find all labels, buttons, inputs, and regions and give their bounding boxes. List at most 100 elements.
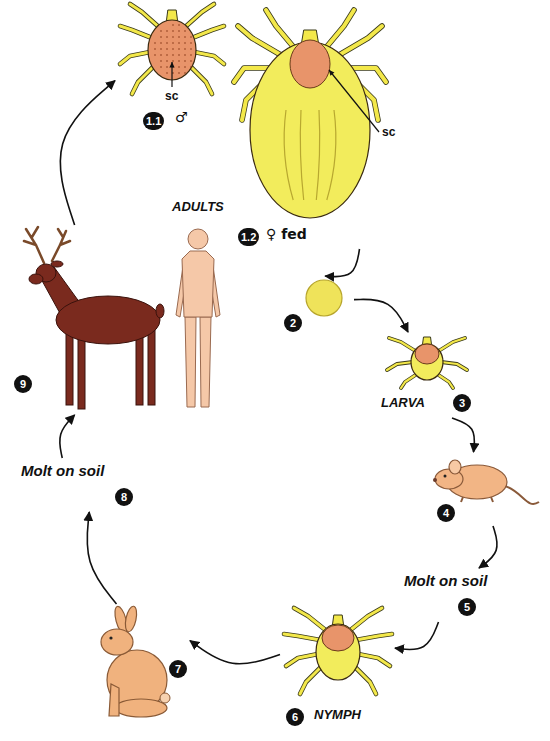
body-dot bbox=[166, 60, 168, 62]
body-dot bbox=[178, 54, 180, 56]
body-dot bbox=[172, 60, 174, 62]
tick-figure bbox=[234, 10, 386, 218]
deer-antlers bbox=[24, 227, 70, 263]
deer-human-hosts: 9 bbox=[8, 225, 230, 415]
stage-label: NYMPH bbox=[314, 708, 361, 723]
tick-leg bbox=[286, 654, 318, 666]
tick-leg bbox=[284, 634, 320, 640]
hare-front-leg bbox=[109, 684, 119, 716]
body-dot bbox=[190, 66, 192, 68]
tick-body bbox=[316, 624, 360, 680]
tick-leg bbox=[184, 4, 214, 28]
tick-leg bbox=[192, 26, 224, 38]
body-dot bbox=[184, 42, 186, 44]
body-dot bbox=[160, 54, 162, 56]
deer-leg bbox=[66, 333, 73, 405]
callout-number: 8 bbox=[115, 488, 133, 506]
body-dot bbox=[154, 42, 156, 44]
mouse-host-drawing bbox=[415, 452, 545, 526]
body-dot bbox=[184, 72, 186, 74]
scutum bbox=[415, 344, 439, 364]
mouse-tail bbox=[505, 486, 539, 504]
tick-leg bbox=[286, 654, 318, 666]
tick-leg bbox=[294, 608, 328, 632]
body-dot bbox=[154, 48, 156, 50]
body-groove bbox=[316, 110, 319, 200]
tick-leg bbox=[192, 26, 224, 38]
tick-leg bbox=[401, 374, 417, 388]
body-dot bbox=[172, 54, 174, 56]
larva-tick: LARVA3 bbox=[375, 332, 485, 418]
tick-leg bbox=[334, 26, 382, 58]
egg-figure bbox=[306, 280, 342, 316]
callout-number: 3 bbox=[453, 394, 471, 412]
body-dot bbox=[166, 36, 168, 38]
body-dot bbox=[166, 48, 168, 50]
tick-leg bbox=[120, 52, 150, 64]
body-dot bbox=[160, 66, 162, 68]
leader-head bbox=[329, 70, 334, 76]
tick-leg bbox=[300, 666, 322, 694]
callout-number: 6 bbox=[286, 708, 304, 726]
life-cycle-arrow bbox=[60, 81, 115, 225]
callout-number: 7 bbox=[169, 660, 187, 678]
part-label: sc bbox=[382, 126, 395, 140]
tick-leg bbox=[437, 338, 465, 352]
mouse-eye bbox=[444, 475, 447, 478]
body-dot bbox=[184, 66, 186, 68]
tick-leg bbox=[358, 654, 390, 666]
mouse-host: 4 bbox=[415, 452, 545, 526]
tick-leg bbox=[266, 10, 296, 50]
life-cycle-arrow bbox=[479, 526, 497, 568]
body-dot bbox=[172, 48, 174, 50]
body-groove bbox=[284, 110, 293, 200]
tick-leg bbox=[324, 10, 354, 50]
body-groove bbox=[327, 110, 336, 200]
callout-number: 2 bbox=[284, 314, 302, 332]
tick-leg bbox=[190, 66, 212, 94]
callout-number: 5 bbox=[458, 598, 476, 616]
body-dot bbox=[190, 42, 192, 44]
deer-body bbox=[56, 296, 160, 344]
male-tick-drawing bbox=[115, 2, 230, 132]
body-dot bbox=[184, 48, 186, 50]
tick-leg bbox=[387, 362, 413, 370]
body-dot bbox=[190, 48, 192, 50]
tick-figure bbox=[284, 608, 392, 694]
tick-leg bbox=[437, 338, 465, 352]
deer-leg bbox=[78, 335, 85, 409]
human-head bbox=[188, 229, 208, 249]
hare-tail bbox=[160, 693, 170, 703]
callout-number: 9 bbox=[14, 375, 32, 393]
fed-female-tick: sc1.2♀ fed bbox=[232, 2, 402, 249]
tick-leg bbox=[120, 26, 152, 38]
tick-leg bbox=[130, 4, 160, 28]
body-dot bbox=[160, 30, 162, 32]
scutum bbox=[290, 40, 330, 88]
tick-leg bbox=[437, 374, 453, 388]
life-cycle-arrow bbox=[87, 512, 116, 604]
hare-host: 7 bbox=[85, 604, 190, 726]
sex-symbol: ♂ bbox=[175, 109, 188, 125]
fed-female-tick-drawing bbox=[232, 2, 402, 248]
callout-number: 1.2 bbox=[238, 228, 259, 246]
body-dot bbox=[190, 60, 192, 62]
tick-leg bbox=[387, 362, 413, 370]
body-dot bbox=[190, 54, 192, 56]
body-dot bbox=[178, 48, 180, 50]
molt-step: Molt on soil8 bbox=[15, 458, 150, 512]
mouse-nose bbox=[433, 478, 437, 482]
body-dot bbox=[184, 54, 186, 56]
tick-leg bbox=[401, 374, 417, 388]
body-dot bbox=[160, 36, 162, 38]
tick-leg bbox=[120, 26, 152, 38]
tick-leg bbox=[284, 634, 320, 640]
life-cycle-arrow bbox=[354, 299, 408, 332]
life-cycle-arrow bbox=[60, 415, 75, 458]
human-torso bbox=[182, 251, 214, 317]
deer-muzzle bbox=[29, 274, 43, 284]
scutum bbox=[322, 625, 354, 651]
body-dot bbox=[160, 42, 162, 44]
tick-leg bbox=[389, 338, 417, 352]
